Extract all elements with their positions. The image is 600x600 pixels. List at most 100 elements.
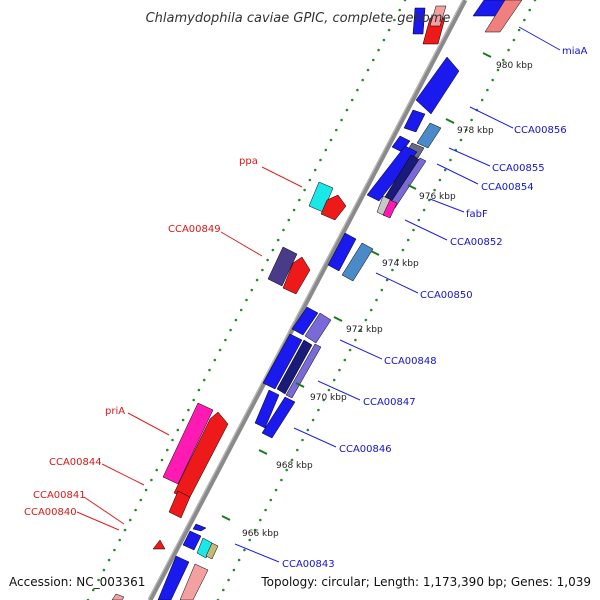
gene-block — [415, 56, 460, 115]
track-dot — [507, 48, 510, 52]
gene-block — [382, 199, 398, 219]
gene-block — [366, 145, 418, 202]
scale-tick-label: 966 kbp — [242, 529, 279, 539]
track-dot — [255, 278, 259, 282]
track-dot — [234, 318, 238, 322]
track-dot — [327, 388, 331, 392]
track-dot — [97, 578, 100, 582]
track-dot — [311, 418, 315, 422]
track-dot — [533, 0, 537, 2]
track-dot — [208, 368, 211, 372]
track-dot — [303, 188, 306, 192]
scale-tick-mark — [407, 184, 417, 190]
scale-tick-label: 980 kbp — [496, 61, 533, 71]
gene-block — [429, 5, 447, 27]
gene-block — [388, 157, 427, 209]
track-dot — [403, 0, 407, 2]
track-dot — [150, 478, 153, 482]
gene-block — [304, 312, 332, 344]
gene-label-CCA00847: CCA00847 — [363, 397, 416, 408]
scale-tick-mark — [370, 250, 380, 256]
track-dot — [350, 98, 354, 102]
track-dot — [171, 438, 174, 442]
outer-dot-track — [86, 0, 407, 600]
track-dot — [324, 148, 328, 152]
track-dot — [345, 108, 349, 112]
track-dot — [292, 208, 296, 212]
track-dot — [264, 508, 267, 512]
scale-tick-mark — [258, 449, 268, 455]
gene-block — [291, 306, 319, 336]
gene-block — [179, 563, 209, 600]
track-dot — [491, 78, 495, 82]
gene-block — [341, 242, 374, 282]
leader-line — [469, 106, 514, 129]
gene-block — [267, 246, 298, 287]
track-dot — [433, 188, 436, 192]
gene-label-fabF: fabF — [466, 209, 488, 220]
track-dot — [271, 248, 275, 252]
track-dot — [317, 408, 320, 412]
leader-line — [448, 147, 491, 167]
track-dot — [377, 48, 380, 52]
track-dot — [354, 338, 357, 342]
gene-block — [412, 7, 426, 35]
scale-tick-label: 972 kbp — [346, 325, 383, 335]
track-dot — [438, 178, 442, 182]
gene-block — [276, 339, 313, 395]
track-dot — [134, 508, 137, 512]
track-dot — [237, 558, 241, 562]
leader-line — [261, 166, 303, 188]
track-dot — [296, 448, 299, 452]
leader-line — [234, 543, 280, 563]
gene-label-CCA00856: CCA00856 — [514, 125, 567, 136]
scale-tick-mark — [445, 118, 455, 124]
track-dot — [187, 408, 190, 412]
track-dot — [176, 428, 180, 432]
track-dot — [398, 8, 402, 12]
leader-line — [76, 511, 120, 531]
track-dot — [332, 378, 336, 382]
gene-label-priA: priA — [105, 406, 125, 417]
track-dot — [290, 458, 294, 462]
track-dot — [276, 238, 280, 242]
gene-block — [261, 396, 296, 439]
gene-label-ppa: ppa — [239, 156, 258, 167]
track-dot — [250, 288, 254, 292]
genome-backbone-highlight — [147, 0, 464, 600]
track-dot — [202, 378, 206, 382]
track-dot — [287, 218, 291, 222]
track-dot — [218, 348, 222, 352]
track-dot — [259, 518, 262, 522]
track-dot — [181, 418, 185, 422]
track-dot — [239, 308, 243, 312]
track-dot — [465, 128, 468, 132]
gene-block — [403, 109, 426, 133]
track-dot — [486, 88, 489, 92]
track-dot — [107, 558, 111, 562]
leader-line — [518, 26, 561, 51]
track-dot — [192, 398, 195, 402]
track-dot — [118, 538, 121, 542]
track-dot — [229, 328, 232, 332]
track-dot — [160, 458, 164, 462]
track-dot — [245, 298, 248, 302]
gene-label-CCA00840: CCA00840 — [24, 507, 77, 518]
gene-block — [285, 343, 322, 399]
gene-block — [282, 256, 311, 295]
track-dot — [380, 288, 384, 292]
track-dot — [512, 38, 516, 42]
track-dot — [528, 8, 531, 12]
leader-line — [83, 496, 125, 525]
track-dot — [166, 448, 169, 452]
track-dot — [243, 548, 246, 552]
track-dot — [393, 18, 396, 22]
track-dot — [144, 488, 148, 492]
leader-line — [101, 463, 145, 486]
scale-tick-mark — [221, 515, 231, 521]
track-dot — [391, 268, 394, 272]
gene-label-CCA00844: CCA00844 — [49, 457, 102, 468]
track-dot — [322, 398, 326, 402]
leader-line — [317, 380, 361, 401]
